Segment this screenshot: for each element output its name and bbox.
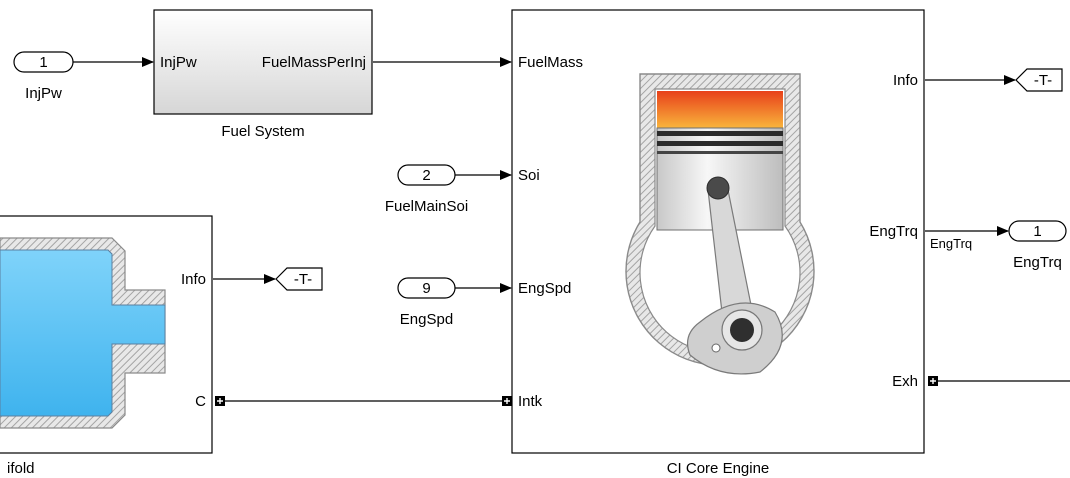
goto-tag-manifold-info[interactable]: -T- xyxy=(275,267,323,291)
port-label-c: C xyxy=(195,393,206,410)
inport-engspd[interactable]: 9 EngSpd xyxy=(397,277,456,328)
inport-number: 2 xyxy=(422,167,430,184)
port-label-injpw: InjPw xyxy=(160,54,197,71)
port-label-fuelmass: FuelMass xyxy=(518,54,583,71)
signal-label-engtrq: EngTrq xyxy=(930,236,972,251)
block-name: CI Core Engine xyxy=(667,460,770,477)
wrist-pin-icon xyxy=(706,176,730,200)
outport-label: EngTrq xyxy=(1013,254,1062,271)
port-label-info: Info xyxy=(181,271,206,288)
inport-label: EngSpd xyxy=(400,311,453,328)
inport-injpw[interactable]: 1 InjPw xyxy=(13,51,74,102)
inport-label: FuelMainSoi xyxy=(385,198,468,215)
inport-fuelmainsoi[interactable]: 2 FuelMainSoi xyxy=(385,164,468,215)
block-name: ifold xyxy=(7,460,35,477)
port-label-fuelmassperinj: FuelMassPerInj xyxy=(262,54,366,71)
fuel-system-block[interactable]: InjPw FuelMassPerInj Fuel System xyxy=(153,9,373,140)
ci-core-engine-block[interactable]: FuelMass Soi EngSpd Intk Info EngTrq Exh… xyxy=(502,9,938,477)
inport-number: 9 xyxy=(422,280,430,297)
crankpin-icon xyxy=(730,318,754,342)
goto-tag-engine-info[interactable]: -T- xyxy=(1015,68,1063,92)
port-label-intk: Intk xyxy=(518,393,543,410)
piston-engine-icon xyxy=(625,73,815,375)
manifold-icon xyxy=(0,237,166,429)
port-label-info: Info xyxy=(893,72,918,89)
connection-port-icon[interactable] xyxy=(928,376,938,386)
outport-engtrq[interactable]: 1 EngTrq xyxy=(1008,220,1067,271)
port-label-soi: Soi xyxy=(518,167,540,184)
port-label-exh: Exh xyxy=(892,373,918,390)
block-name: Fuel System xyxy=(221,123,304,140)
goto-tag-label: -T- xyxy=(1034,72,1052,89)
outport-number: 1 xyxy=(1033,223,1041,240)
signal-lines xyxy=(73,57,1070,402)
port-label-engspd: EngSpd xyxy=(518,280,571,297)
inport-number: 1 xyxy=(39,54,47,71)
connection-port-icon[interactable] xyxy=(502,396,512,406)
goto-tag-label: -T- xyxy=(294,271,312,288)
inport-label: InjPw xyxy=(25,85,62,102)
intake-manifold-block[interactable]: Info C ifold xyxy=(0,215,225,477)
port-label-engtrq: EngTrq xyxy=(869,223,918,240)
connection-port-icon[interactable] xyxy=(215,396,225,406)
